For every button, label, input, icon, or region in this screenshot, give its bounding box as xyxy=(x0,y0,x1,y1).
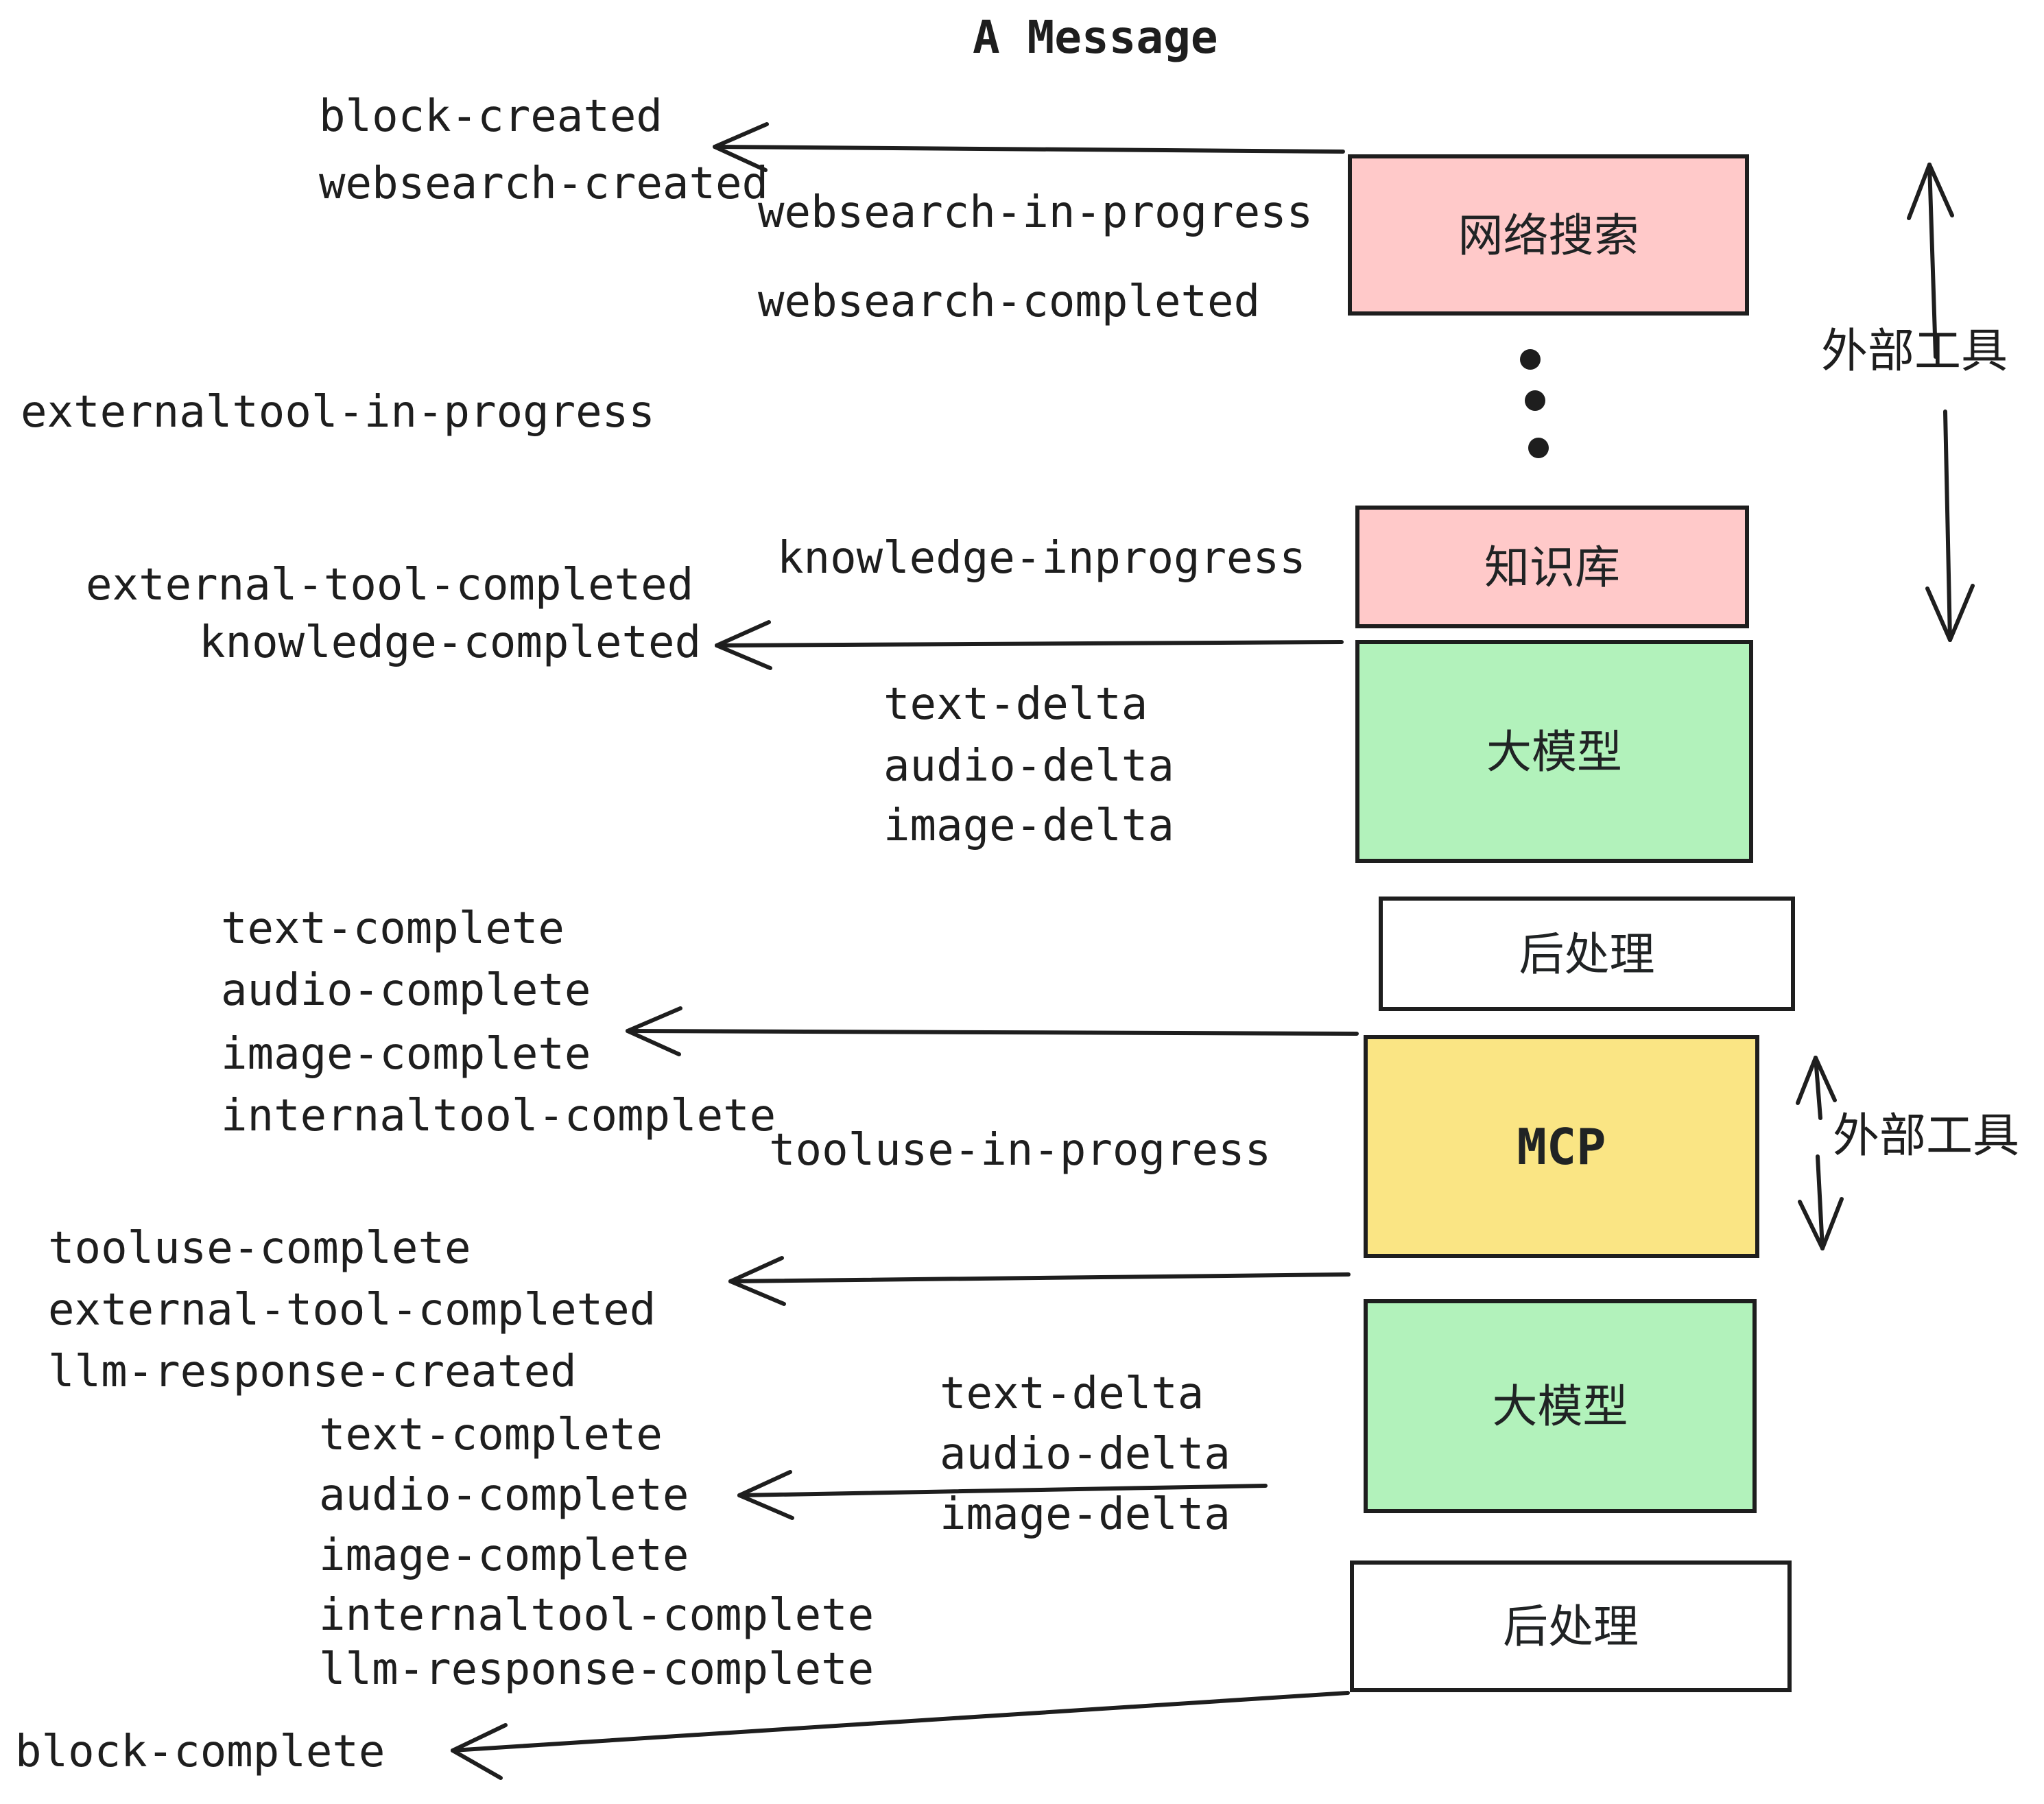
diagram-title: A Message xyxy=(973,11,1218,64)
box-postprocess-1-label: 后处理 xyxy=(1519,928,1655,980)
event-text-delta-1: text-delta xyxy=(883,679,1148,730)
box-llm-2-label: 大模型 xyxy=(1492,1381,1628,1432)
ellipsis-dots xyxy=(1520,349,1549,458)
arrow-post2-to-block-complete xyxy=(451,1691,1350,1780)
mcp-external-down-arrow xyxy=(1798,1154,1844,1250)
event-audio-complete-2: audio-complete xyxy=(319,1470,689,1521)
box-mcp: MCP xyxy=(1364,1035,1759,1258)
mcp-external-up-arrow xyxy=(1796,1056,1837,1120)
box-llm-1-label: 大模型 xyxy=(1486,726,1622,777)
side-label-external-tools-1: 外部工具 xyxy=(1821,325,2008,377)
external-tool-down-arrow xyxy=(1925,410,1975,642)
box-postprocess-1: 后处理 xyxy=(1379,897,1795,1011)
event-knowledge-completed: knowledge-completed xyxy=(199,617,702,668)
box-knowledge-label: 知识库 xyxy=(1484,541,1620,593)
side-label-external-tools-2: 外部工具 xyxy=(1833,1110,2020,1162)
box-postprocess-2-label: 后处理 xyxy=(1503,1601,1639,1652)
event-text-complete-1: text-complete xyxy=(221,903,565,954)
event-tooluse-in-progress: tooluse-in-progress xyxy=(769,1125,1272,1176)
event-external-tool-completed-2: external-tool-completed xyxy=(48,1285,656,1336)
box-websearch-label: 网络搜索 xyxy=(1458,209,1639,261)
event-llm-response-complete: llm-response-complete xyxy=(319,1644,875,1695)
event-text-complete-2: text-complete xyxy=(319,1410,663,1460)
event-block-complete: block-complete xyxy=(15,1726,385,1777)
event-llm-response-created: llm-response-created xyxy=(48,1346,577,1397)
arrow-mcp-to-image-complete xyxy=(626,1006,1359,1056)
event-tooluse-complete: tooluse-complete xyxy=(48,1223,471,1274)
box-websearch: 网络搜索 xyxy=(1348,154,1749,316)
arrow-llm2-to-audio-complete xyxy=(737,1470,1268,1520)
event-internaltool-complete-2: internaltool-complete xyxy=(319,1590,875,1641)
box-postprocess-2: 后处理 xyxy=(1350,1560,1792,1692)
event-websearch-in-progress: websearch-in-progress xyxy=(758,187,1314,238)
event-external-tool-completed-1: external-tool-completed xyxy=(86,560,694,610)
event-image-delta-1: image-delta xyxy=(883,800,1174,851)
event-knowledge-inprogress: knowledge-inprogress xyxy=(777,533,1306,584)
event-websearch-completed: websearch-completed xyxy=(758,276,1261,327)
event-image-complete-1: image-complete xyxy=(221,1029,591,1080)
event-audio-delta-1: audio-delta xyxy=(883,741,1174,792)
box-knowledge: 知识库 xyxy=(1355,506,1749,628)
event-externaltool-in-progress: externaltool-in-progress xyxy=(21,387,655,438)
box-llm-2: 大模型 xyxy=(1364,1299,1757,1513)
event-block-created: block-created xyxy=(319,91,663,142)
box-llm-1: 大模型 xyxy=(1355,640,1753,863)
event-image-delta-2: image-delta xyxy=(940,1489,1231,1540)
external-tool-up-arrow xyxy=(1907,163,1954,359)
event-internaltool-complete-1: internaltool-complete xyxy=(221,1091,776,1141)
event-audio-complete-1: audio-complete xyxy=(221,965,591,1016)
event-websearch-created: websearch-created xyxy=(319,158,769,209)
event-text-delta-2: text-delta xyxy=(940,1368,1204,1419)
arrow-websearch-to-block-created xyxy=(713,122,1345,172)
box-mcp-label: MCP xyxy=(1517,1117,1606,1176)
arrow-llm2-to-tooluse-complete xyxy=(728,1256,1351,1306)
arrow-llm-to-knowledge-completed xyxy=(715,620,1344,670)
event-image-complete-2: image-complete xyxy=(319,1530,689,1581)
event-audio-delta-2: audio-delta xyxy=(940,1429,1231,1480)
